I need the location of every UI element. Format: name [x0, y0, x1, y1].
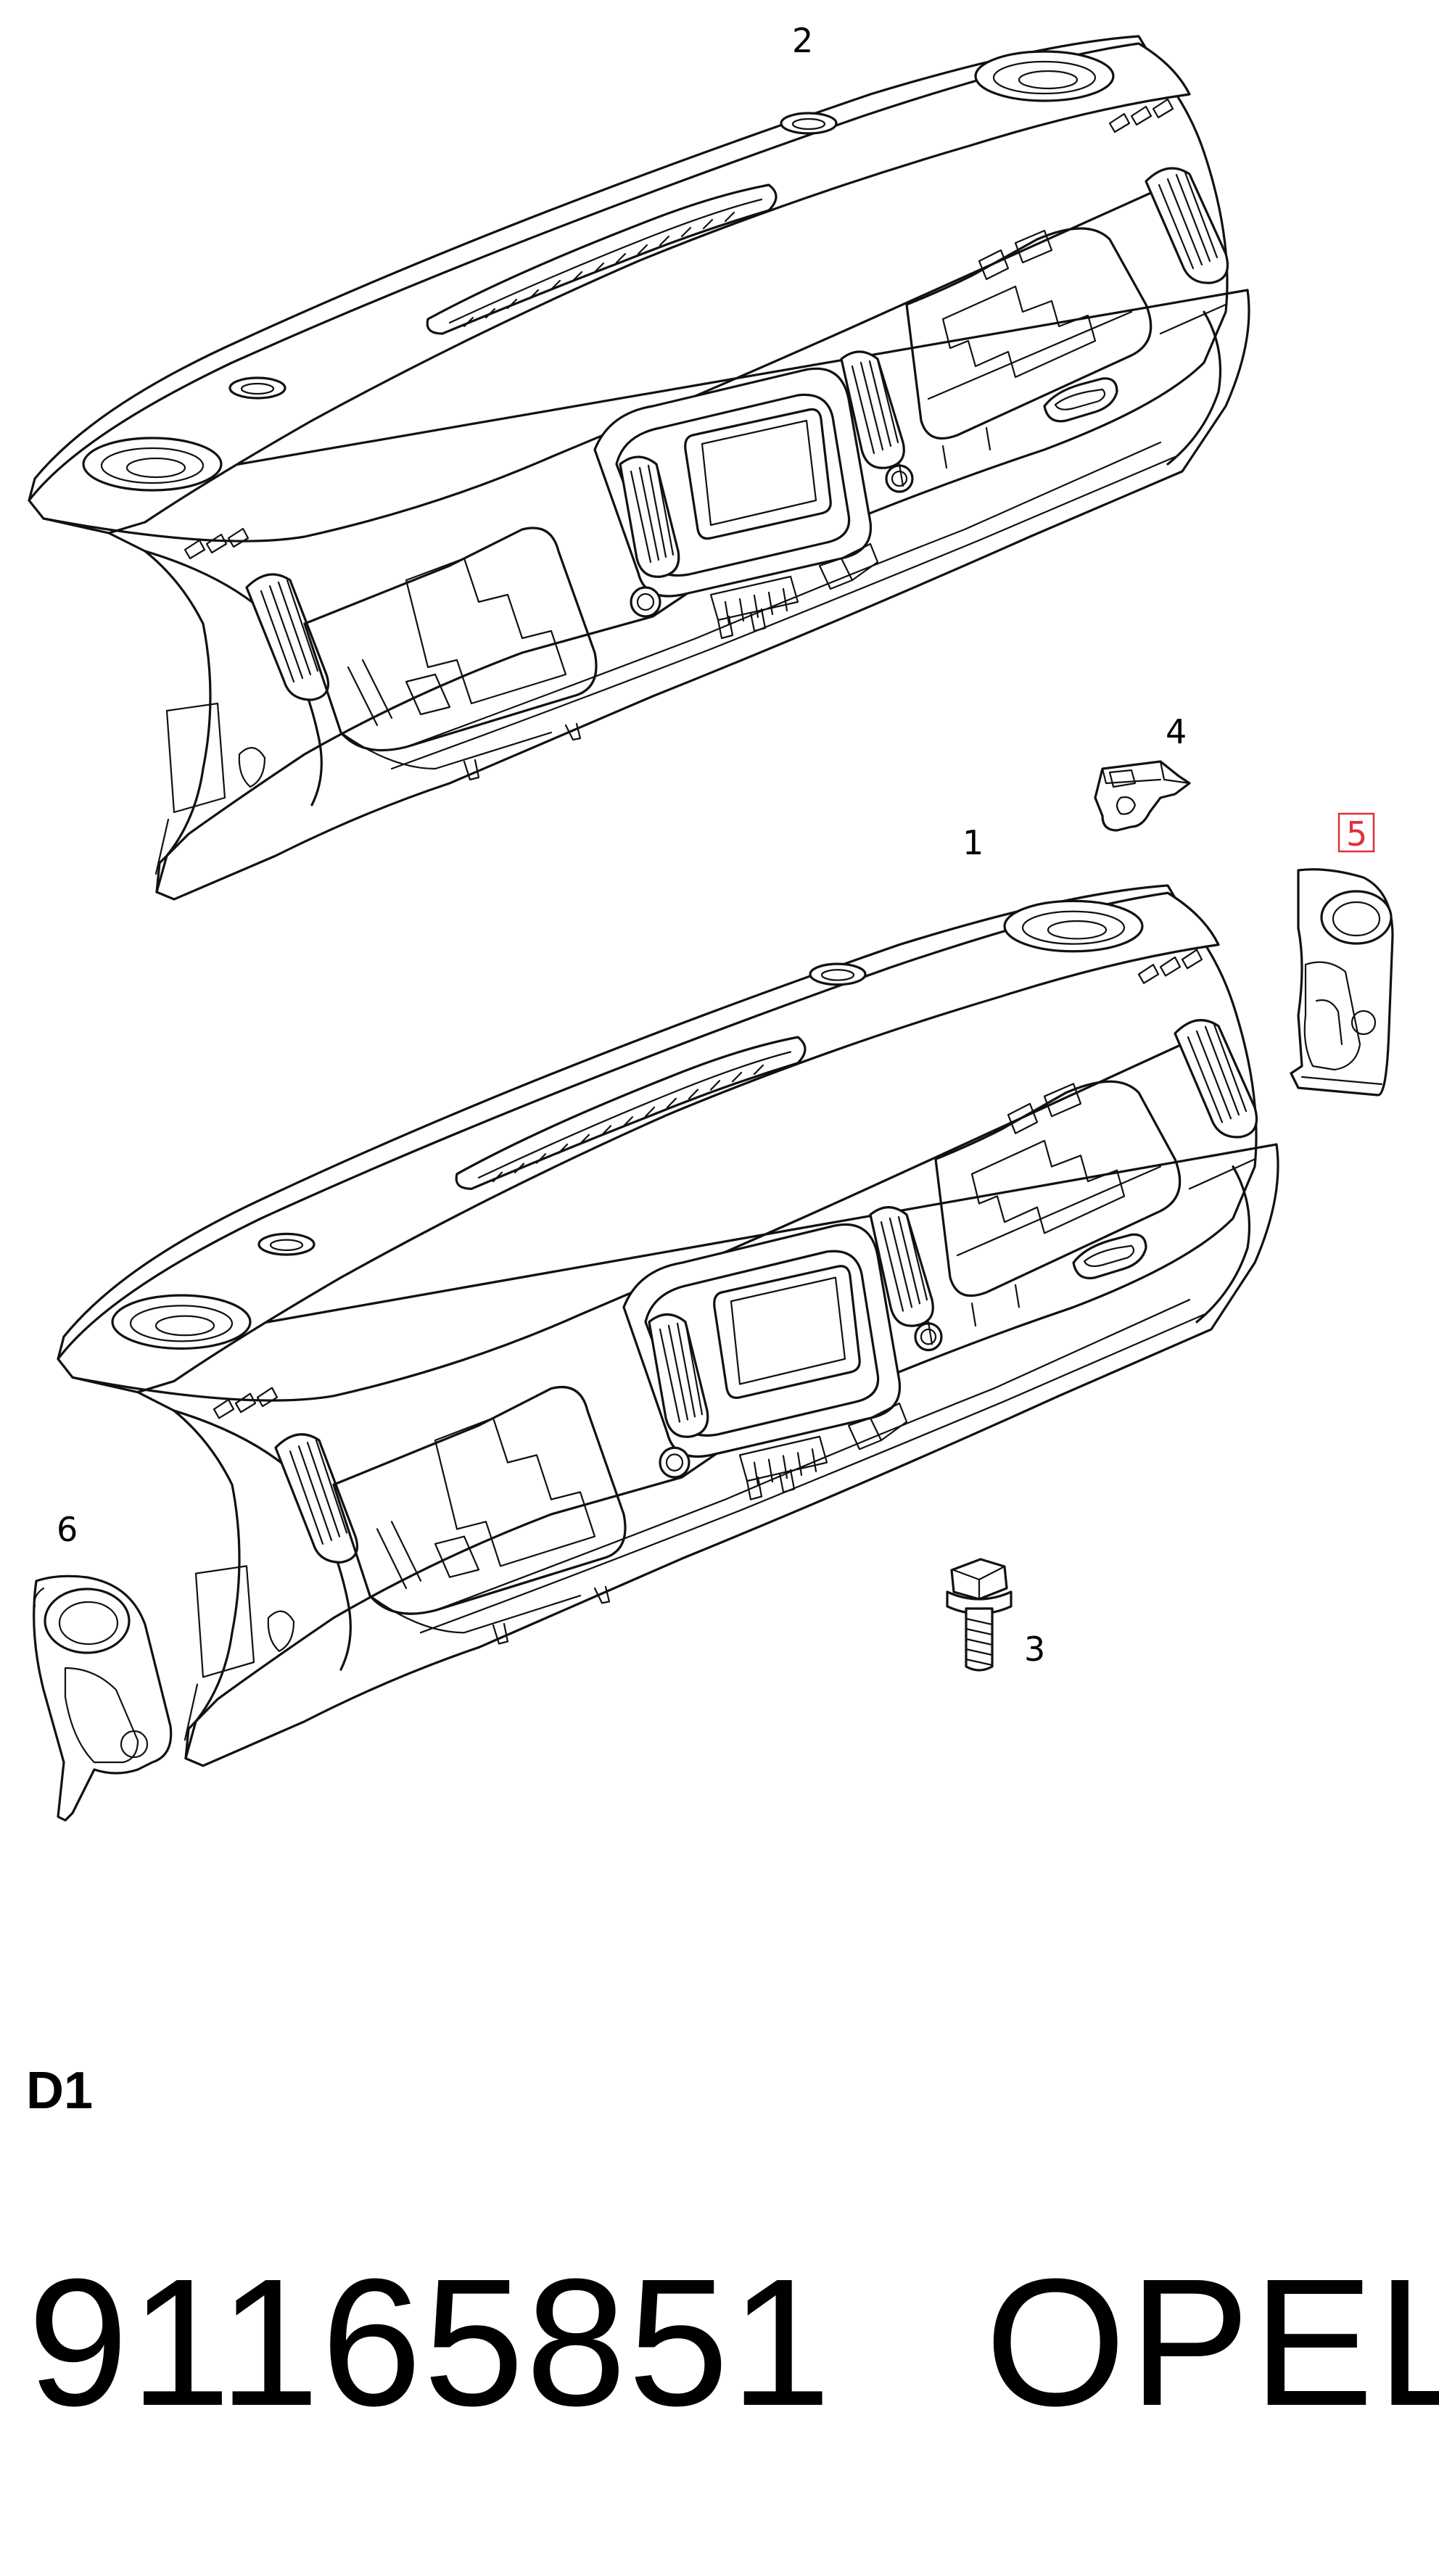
brand-name: OPEL	[985, 2241, 1439, 2443]
dashboard-lower-part-1	[57, 884, 1279, 1767]
callout-label: 2	[792, 21, 813, 60]
callout-label: 1	[962, 823, 984, 862]
speaker-trim-part-6	[33, 1574, 173, 1822]
callout-label: 4	[1166, 712, 1187, 751]
bracket-part-4	[1094, 760, 1191, 832]
sheet-code: D1	[26, 2062, 94, 2120]
part-number: 91165851	[28, 2241, 833, 2443]
parts-diagram: 2 4 1 5 6 3	[28, 21, 1394, 1822]
callout-label-highlighted: 5	[1346, 814, 1367, 854]
callout-highlight-box	[1337, 812, 1375, 853]
dashboard-upper-part-2	[28, 35, 1250, 901]
bolt-part-3	[946, 1558, 1013, 1672]
callout-label: 6	[57, 1510, 78, 1549]
callout-label: 3	[1024, 1630, 1045, 1669]
speaker-trim-part-5	[1290, 868, 1394, 1097]
